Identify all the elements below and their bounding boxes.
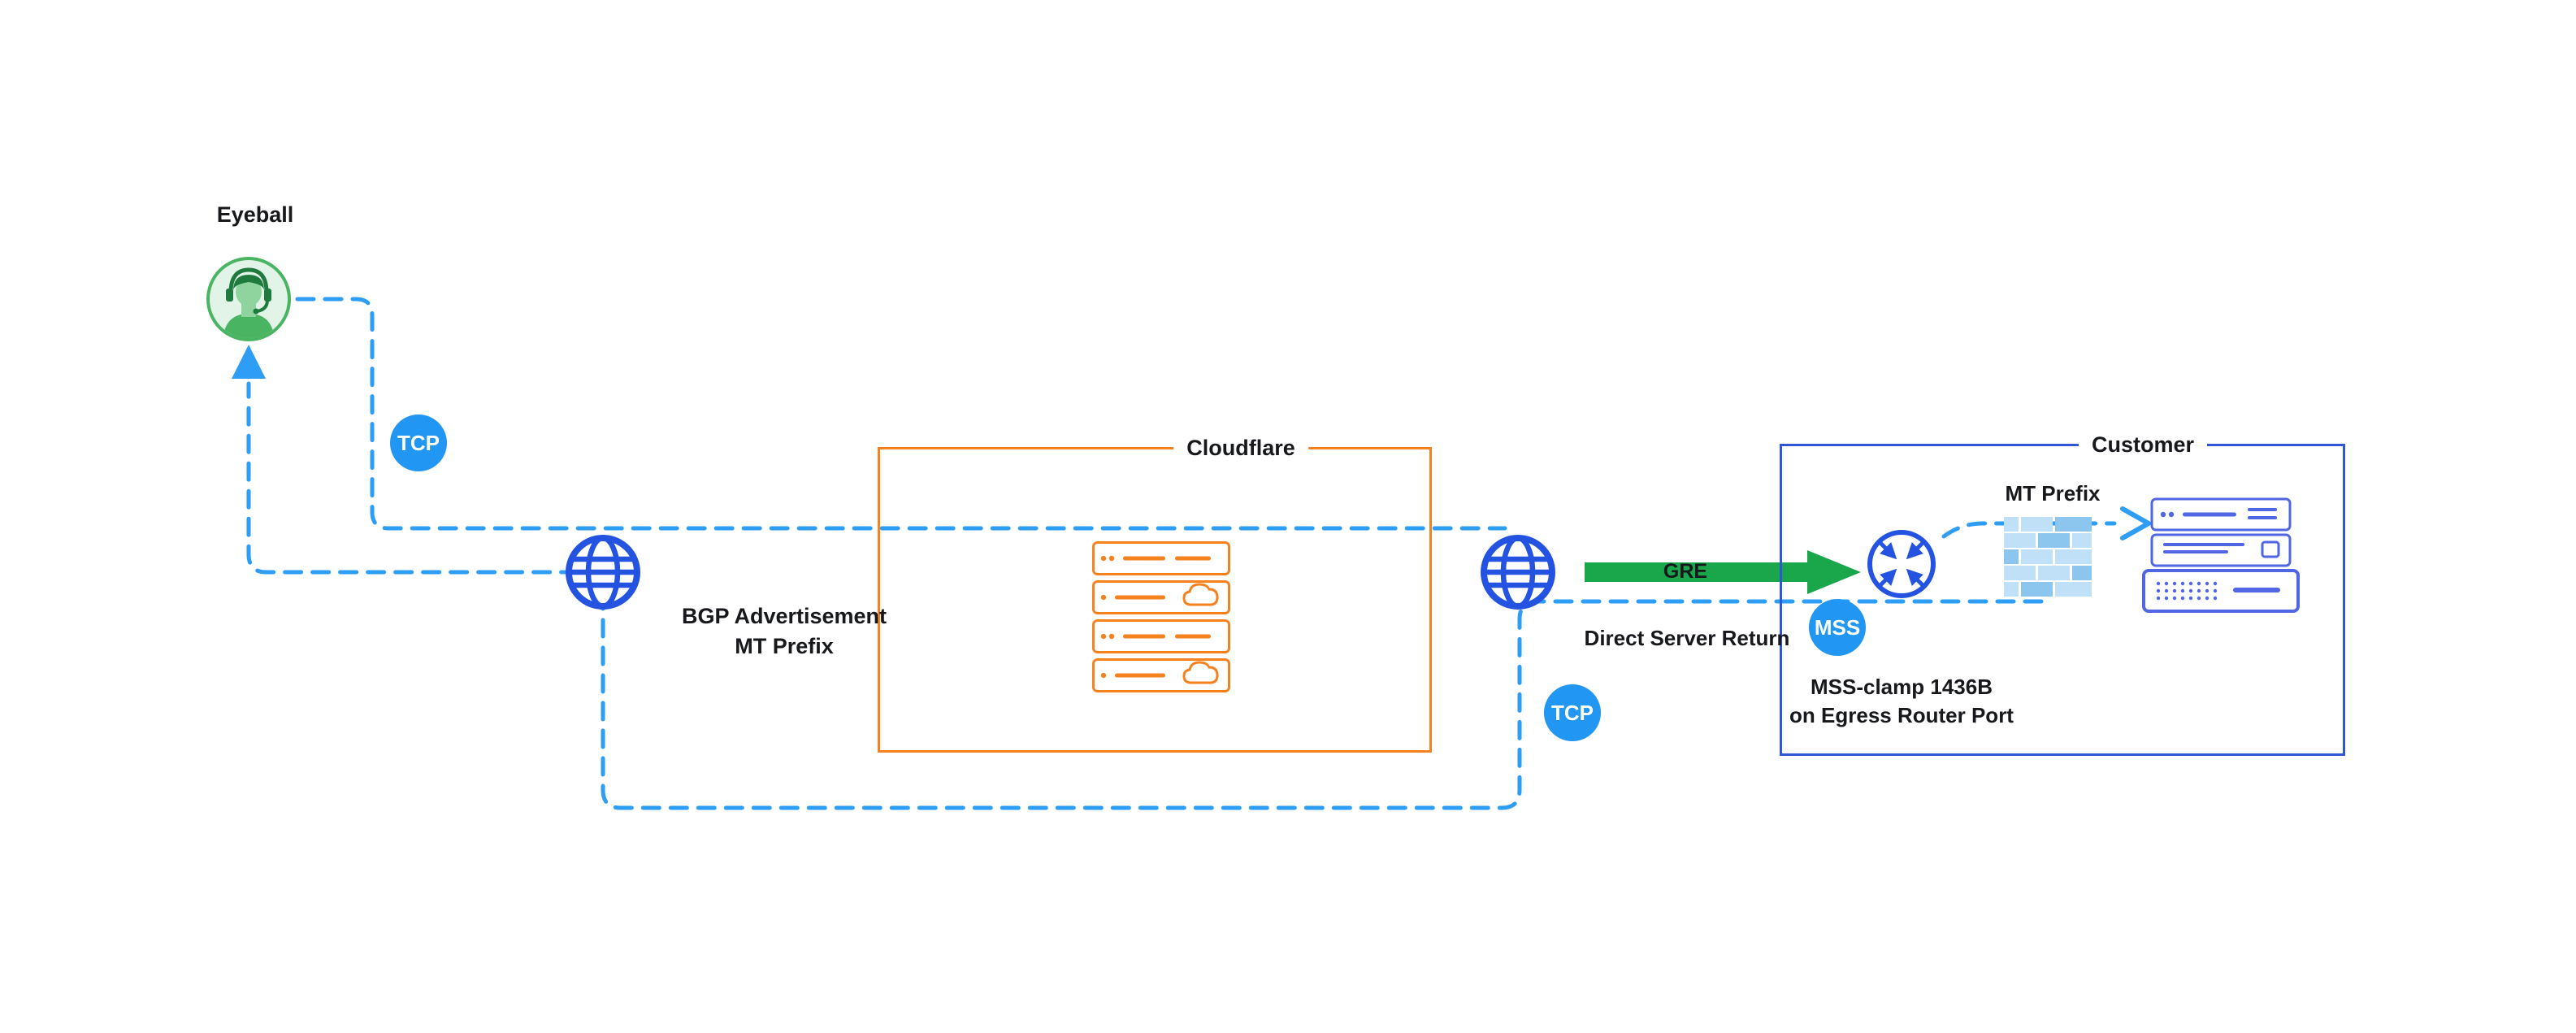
firewall-brick-wall-icon	[2004, 517, 2092, 602]
gre-label: GRE	[1663, 560, 1708, 583]
mss-clamp-line2: on Egress Router Port	[1789, 703, 2014, 727]
bgp-advertisement-line2: MT Prefix	[735, 634, 834, 658]
router-arrows-icon	[1866, 528, 1937, 604]
internet-globe-left	[562, 532, 644, 617]
return-path	[246, 381, 2044, 810]
gre-arrow	[1585, 550, 1861, 594]
tcp-badge-left: TCP	[390, 415, 447, 471]
internet-globe-right	[1477, 532, 1559, 617]
cloudflare-box-label: Cloudflare	[1173, 434, 1308, 462]
up-arrowhead	[232, 345, 266, 379]
right-chevron-arrowhead	[2120, 506, 2151, 540]
tcp-badge-right: TCP	[1544, 684, 1601, 741]
cloudflare-server-stack-icon	[1092, 541, 1230, 697]
forward-path	[295, 297, 1507, 531]
customer-server-stack-icon	[2142, 497, 2300, 628]
customer-box-label: Customer	[2078, 431, 2208, 458]
customer-box: Customer	[1780, 431, 2345, 756]
mss-clamp-label: MSS-clamp 1436B on Egress Router Port	[1739, 673, 2064, 730]
bgp-advertisement-line1: BGP Advertisement	[681, 604, 887, 628]
direct-server-return-label: Direct Server Return	[1584, 626, 1790, 650]
support-person-icon	[205, 255, 293, 347]
mss-badge: MSS	[1809, 599, 1866, 656]
mss-clamp-line1: MSS-clamp 1436B	[1811, 675, 1993, 699]
cloudflare-box: Cloudflare	[878, 434, 1432, 753]
customer-mt-prefix-label: MT Prefix	[2005, 481, 2101, 506]
eyeball-label: Eyeball	[216, 202, 294, 227]
customer-internal-path	[1941, 521, 2117, 539]
bgp-advertisement-label: BGP Advertisement MT Prefix	[618, 601, 951, 662]
